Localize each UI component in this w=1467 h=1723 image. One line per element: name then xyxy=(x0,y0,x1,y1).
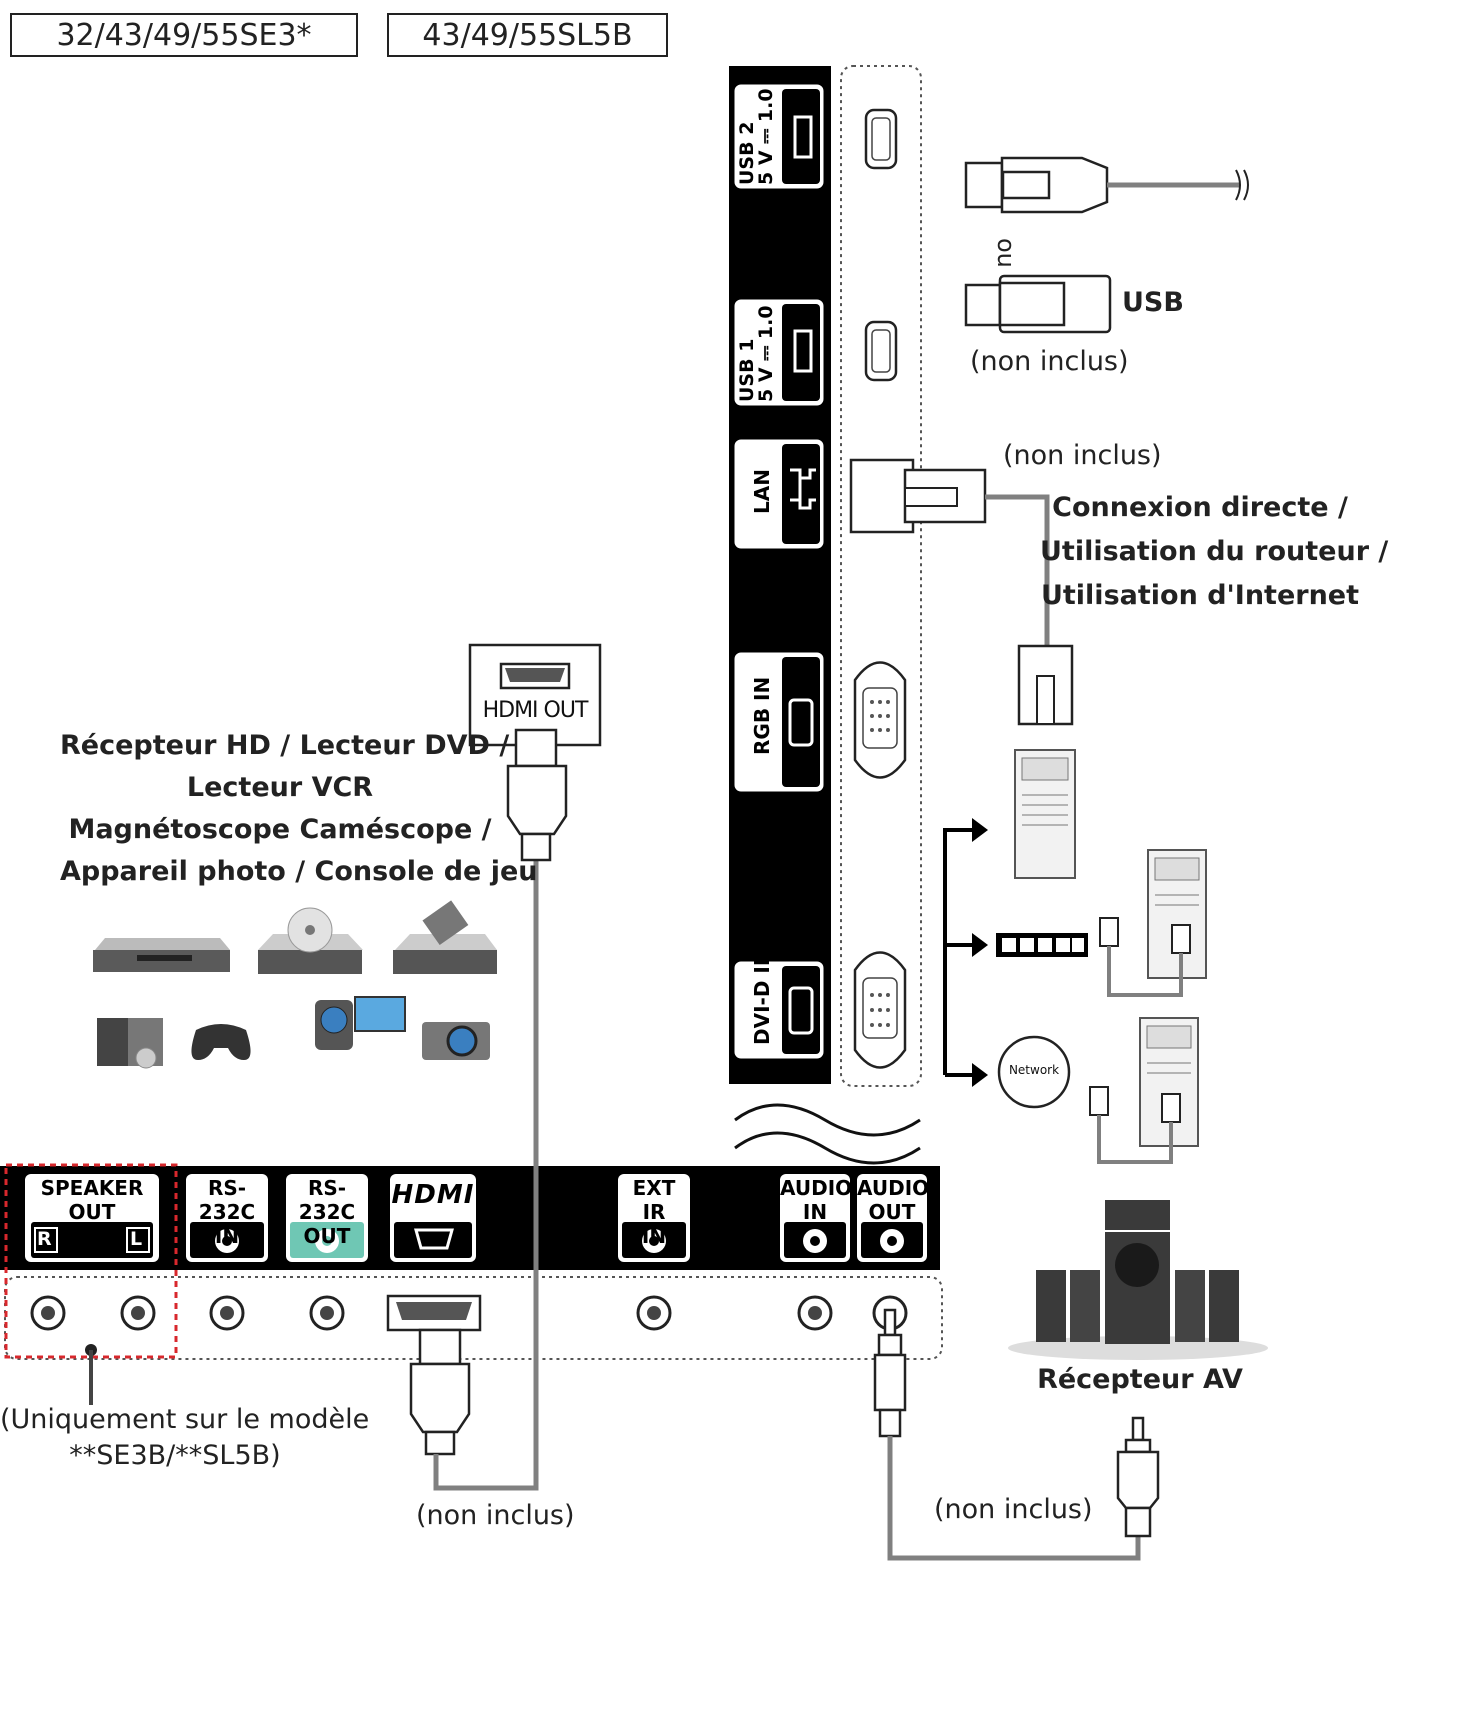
hdmi-caption-2: Lecteur VCR xyxy=(186,772,374,803)
usb2-receptacle xyxy=(864,108,898,170)
network-circle xyxy=(997,1035,1071,1109)
dvi-d-in-label: DVI-D IN xyxy=(750,949,774,1045)
lan-label: LAN xyxy=(750,469,774,514)
hdmi-caption-1: Récepteur HD / Lecteur DVD / xyxy=(60,730,510,761)
pc-tower-1 xyxy=(1014,749,1076,879)
lan-caption-1: Connexion directe / xyxy=(1052,492,1348,523)
av-not-included: (non inclus) xyxy=(934,1494,1093,1525)
pc-tower-2 xyxy=(1147,849,1207,979)
model-label-sl5b: 43/49/55SL5B xyxy=(387,13,668,57)
av-plug xyxy=(1116,1416,1160,1538)
lan-network-icon xyxy=(790,468,816,510)
lan-not-included: (non inclus) xyxy=(1003,440,1162,471)
speaker-l-label: L xyxy=(130,1228,143,1250)
device-vcr xyxy=(393,900,497,974)
hdmi-out-box xyxy=(468,643,602,747)
device-camera xyxy=(422,1022,490,1060)
device-camcorder xyxy=(315,996,406,1050)
audio-plug-bottom xyxy=(873,1308,907,1438)
usb-cable-plug-tip xyxy=(964,161,1004,209)
side-panel xyxy=(729,66,831,1084)
pc-tower-3 xyxy=(1139,1017,1199,1147)
rgb-receptacle xyxy=(853,661,907,779)
speaker-r-label: R xyxy=(37,1228,52,1250)
hdmi-plug-top xyxy=(506,728,568,862)
hdmi-out-label: HDMI OUT xyxy=(482,698,589,723)
device-dvd-player xyxy=(258,907,363,974)
usb-device-label: USB xyxy=(1122,287,1184,318)
model-sl5b-text: 43/49/55SL5B xyxy=(422,17,633,53)
usb1-receptacle xyxy=(864,320,898,382)
model-se3-text: 32/43/49/55SE3* xyxy=(56,17,312,53)
av-receiver-label: Récepteur AV xyxy=(1037,1364,1243,1395)
usb2-port-icon xyxy=(793,115,813,159)
device-game-controller xyxy=(191,1024,251,1060)
rgb-port-icon xyxy=(788,698,814,747)
speaker-note-2: **SE3B/**SL5B) xyxy=(69,1440,281,1471)
usb-stick-tip xyxy=(964,283,1002,327)
usb-not-included: (non inclus) xyxy=(970,346,1129,377)
rgb-in-label: RGB IN xyxy=(750,676,774,755)
lan-caption-3: Utilisation d'Internet xyxy=(1040,580,1360,611)
network-label: Network xyxy=(1008,1063,1060,1077)
lan-caption-2: Utilisation du routeur / xyxy=(1040,536,1389,567)
hdmi-logo: HDMI xyxy=(391,1180,475,1210)
device-hd-receiver xyxy=(93,938,230,972)
hdmi-caption-4: Appareil photo / Console de jeu xyxy=(60,856,538,887)
hdmi-plug-bottom xyxy=(409,1328,471,1456)
model-label-se3: 32/43/49/55SE3* xyxy=(10,13,358,57)
speaker-note-1: (Uniquement sur le modèle xyxy=(0,1404,370,1435)
lan-receptacle xyxy=(849,458,915,534)
device-camcorder-deck xyxy=(97,1018,163,1069)
hdmi-port-icon xyxy=(414,1228,454,1250)
usb-or-label: ou xyxy=(992,238,1020,268)
hdmi-caption-3: Magnétoscope Caméscope / xyxy=(68,814,492,845)
dvi-port-icon xyxy=(788,986,814,1035)
usb1-port-icon xyxy=(793,329,813,373)
hdmi-not-included: (non inclus) xyxy=(416,1500,575,1531)
speaker-highlight-box xyxy=(4,1163,178,1359)
bottom-jacks xyxy=(30,1295,908,1331)
av-receiver-speakers xyxy=(1008,1200,1268,1360)
